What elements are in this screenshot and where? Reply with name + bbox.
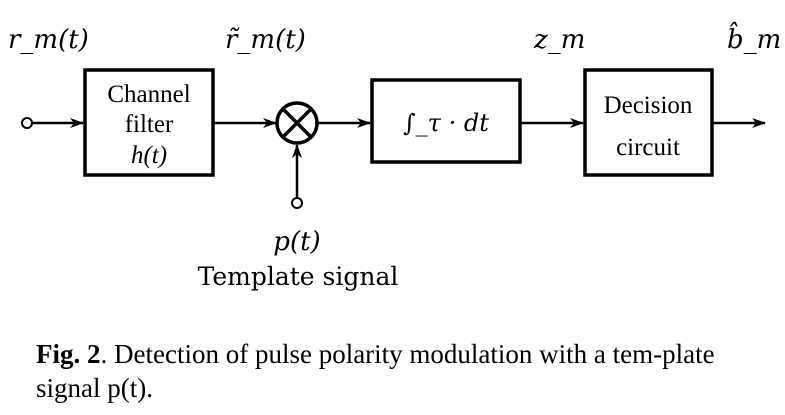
template-terminal — [291, 197, 303, 209]
caption-text: . Detection of pulse polarity modulation… — [36, 339, 715, 403]
integrator-label: ∫_τ · dt — [403, 109, 489, 137]
channel-filter-line2: filter — [125, 111, 174, 138]
multiplier-icon — [275, 101, 319, 145]
figure-number: Fig. 2 — [36, 339, 101, 369]
filtered-signal-label: r̃_m(t) — [225, 25, 306, 55]
block-diagram: Channel filter h(t) ∫_τ · dt Decision ci… — [8, 21, 781, 291]
template-symbol-label: p(t) — [273, 227, 320, 257]
decision-line2: circuit — [616, 134, 680, 161]
integrator-block — [370, 78, 522, 164]
output-signal-label: b̂_m — [727, 21, 781, 55]
decision-line1: Decision — [604, 92, 693, 119]
input-terminal — [21, 117, 33, 129]
decision-block — [583, 68, 714, 177]
template-text-label: Template signal — [198, 262, 399, 291]
input-signal-label: r_m(t) — [8, 25, 89, 55]
figure-caption: Fig. 2. Detection of pulse polarity modu… — [36, 337, 776, 405]
integrator-output-label: z_m — [533, 25, 585, 55]
channel-filter-line1: Channel — [107, 81, 190, 108]
channel-filter-line3: h(t) — [131, 142, 167, 169]
